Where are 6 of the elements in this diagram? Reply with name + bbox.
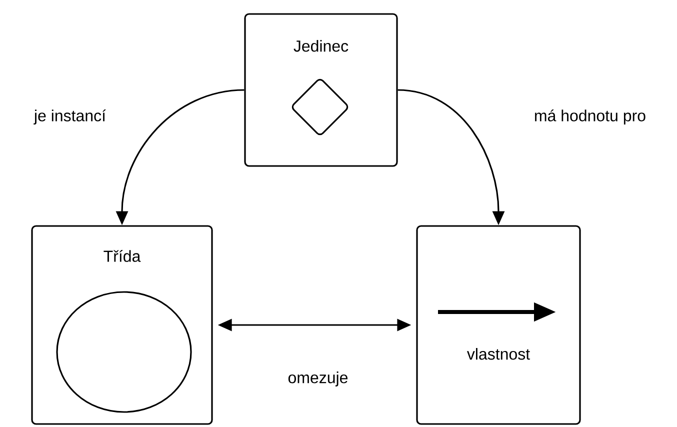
- concept-box: vlastnost: [416, 225, 581, 425]
- edge-label: omezuje: [286, 370, 350, 388]
- concept-box: Jedinec: [244, 13, 398, 167]
- edge-label: má hodnotu pro: [532, 107, 648, 127]
- edge-label: je instancí: [32, 107, 108, 127]
- concept-box: Třída: [31, 225, 213, 425]
